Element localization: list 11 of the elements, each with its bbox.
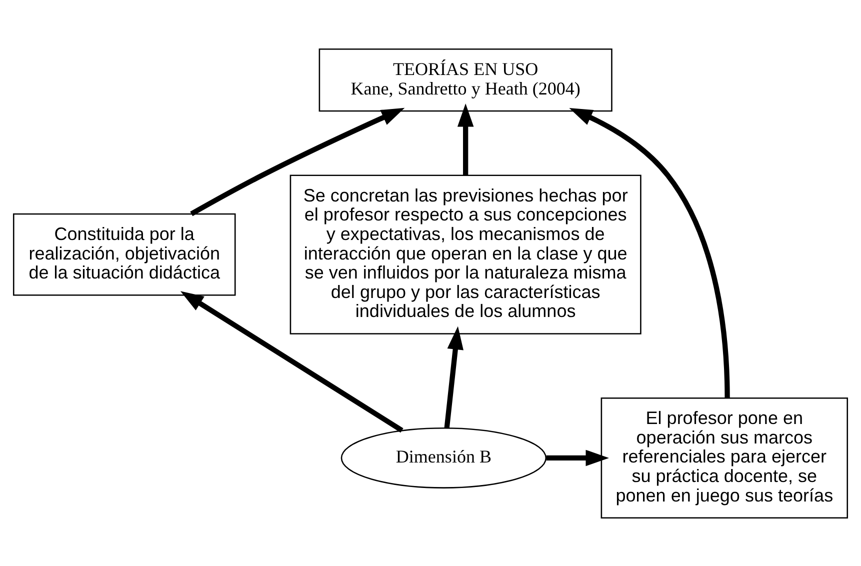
arrow xyxy=(546,449,609,466)
node-ellipse: Dimensión B xyxy=(340,427,547,488)
node-box: TEORÍAS EN USO Kane, Sandretto y Heath (2004) xyxy=(318,48,612,112)
node-box: El profesor pone en operación sus marcos referenciales para ejercer su práctica docente, se ponen en juego sus teorías xyxy=(600,396,848,518)
arrow xyxy=(569,108,730,398)
arrow xyxy=(180,290,404,432)
node-box: Constituida por la realización, objetivación de la situación didáctica xyxy=(12,212,236,296)
arrow xyxy=(457,102,474,175)
arrow xyxy=(444,326,464,428)
arrow xyxy=(190,107,405,216)
node-box: Se concretan las previsiones hechas por el profesor respecto a sus concepciones y expectativas, los mecanismos de interacción que operan en la clase y que se ven influidos por la naturaleza misma del grupo y por las características individuales de los alumnos xyxy=(290,174,642,334)
